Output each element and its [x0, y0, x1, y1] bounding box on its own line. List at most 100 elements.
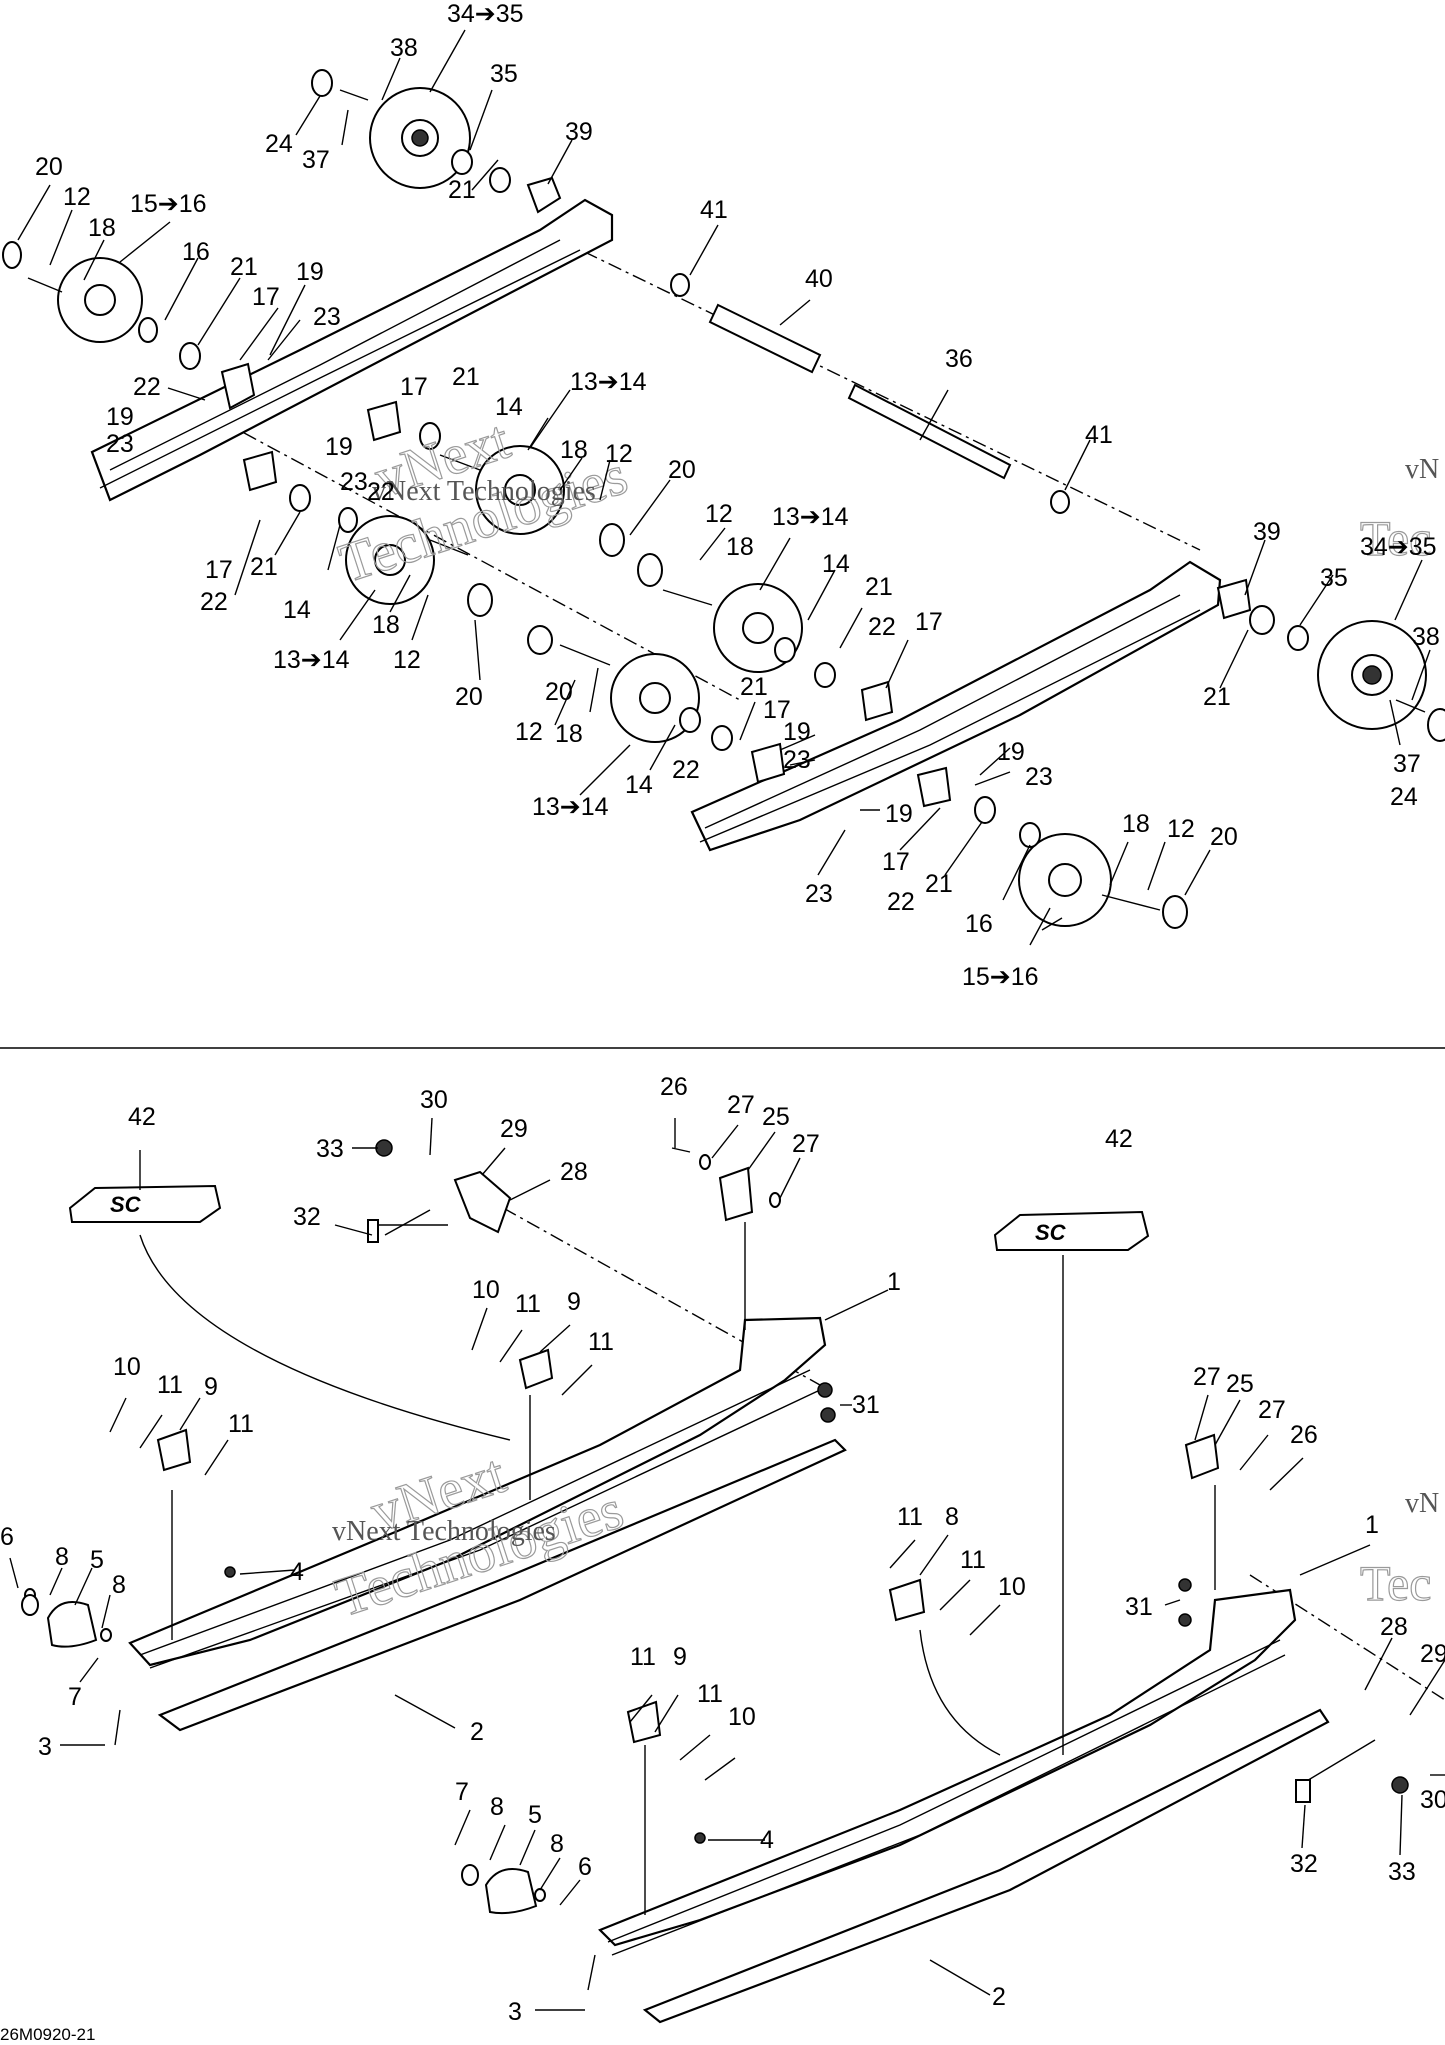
callout-39-right: 39	[1253, 518, 1281, 546]
callout-21-e: 21	[925, 870, 953, 898]
callout-29-left: 29	[500, 1115, 528, 1143]
guide-arrows	[139, 1222, 1216, 1915]
callout-21-d: 21	[740, 673, 768, 701]
callout-35-right: 35	[1320, 564, 1348, 592]
callout-28-left: 28	[560, 1158, 588, 1186]
callout-17-a: 17	[252, 283, 280, 311]
callout-8-right-c: 8	[550, 1830, 564, 1858]
callout-42-right: 42	[1105, 1125, 1133, 1153]
slider-blocks	[46, 1166, 1220, 1915]
callout-19-a: 19	[296, 258, 324, 286]
callout-9-a: 9	[567, 1288, 581, 1316]
callout-5-left: 5	[90, 1546, 104, 1574]
callout-33-left: 33	[316, 1135, 344, 1163]
callout-11-g: 11	[630, 1643, 656, 1671]
callout-3-left: 3	[38, 1733, 52, 1761]
callout-24-right: 24	[1390, 783, 1418, 811]
watermark-edge-top-t: Tec	[1360, 510, 1431, 566]
callout-37: 37	[302, 146, 330, 174]
callout-22-e: 22	[887, 888, 915, 916]
wheel-15-right	[1018, 833, 1112, 927]
shaft-36	[847, 383, 1012, 480]
callout-23-a: 23	[313, 303, 341, 331]
callouts-bottom: 42 30 33 29 28 32 26 27 25 27 1 42 10 11…	[0, 1073, 1445, 2026]
callout-40: 40	[805, 265, 833, 293]
callout-17-e: 17	[882, 848, 910, 876]
callout-30-right: 30	[1420, 1786, 1445, 1814]
callout-38-right: 38	[1412, 623, 1440, 651]
callout-9-b: 9	[204, 1373, 218, 1401]
bottom-assembly: SC SC	[21, 1139, 1445, 2024]
callouts-top: 34➔35 38 35 24 37 39 20 12 15➔16 18 16 2…	[35, 0, 1440, 991]
callout-34-35: 34➔35	[447, 0, 524, 28]
callout-8-left-a: 8	[55, 1543, 69, 1571]
slide-rail-right	[598, 1588, 1330, 2024]
callout-21-b: 21	[452, 363, 480, 391]
slide-rail-left	[128, 1316, 847, 1732]
callout-27-left-a: 27	[727, 1091, 755, 1119]
watermark-inline-top: vNext Technologies	[372, 476, 596, 507]
callout-24: 24	[265, 130, 293, 158]
callout-18-left: 18	[88, 214, 116, 242]
callout-21-top: 21	[448, 176, 476, 204]
callout-31-left: 31	[852, 1391, 880, 1419]
callout-16-right: 16	[965, 910, 993, 938]
callout-21-c: 21	[865, 573, 893, 601]
callout-27-right-b: 27	[1258, 1396, 1286, 1424]
callout-38: 38	[390, 34, 418, 62]
callout-27-left-b: 27	[792, 1130, 820, 1158]
callout-19-d: 19	[783, 718, 811, 746]
callout-18-d: 18	[555, 720, 583, 748]
callout-11-d: 11	[228, 1410, 254, 1438]
callout-18-b: 18	[726, 533, 754, 561]
callout-20-right: 20	[1210, 823, 1238, 851]
callout-33-right: 33	[1388, 1858, 1416, 1886]
callout-15-16-left: 15➔16	[130, 190, 207, 218]
callout-19-b: 19	[106, 403, 134, 431]
wheel-13-lower-left	[345, 515, 435, 605]
callout-14-d: 14	[625, 771, 653, 799]
callout-12-a: 12	[605, 440, 633, 468]
callout-26-left: 26	[660, 1073, 688, 1101]
callout-3-right: 3	[508, 1998, 522, 2026]
callout-10-b: 10	[113, 1353, 141, 1381]
callout-23-f: 23	[805, 880, 833, 908]
wheel-13-lower	[610, 653, 700, 743]
callout-22-f: 22	[200, 588, 228, 616]
callout-11-b: 11	[588, 1328, 614, 1356]
callout-4-left: 4	[290, 1558, 304, 1586]
callout-20-b: 20	[545, 678, 573, 706]
callout-13-14-c: 13➔14	[273, 646, 350, 674]
callout-2-left: 2	[470, 1718, 484, 1746]
callout-22-c: 22	[868, 613, 896, 641]
callout-41-left: 41	[700, 196, 728, 224]
callout-21-right: 21	[1203, 683, 1231, 711]
callout-26-right: 26	[1290, 1421, 1318, 1449]
callout-11-a: 11	[515, 1290, 541, 1318]
decal-42-right: SC	[993, 1210, 1150, 1251]
callout-16-left: 16	[182, 238, 210, 266]
callout-27-right-a: 27	[1193, 1363, 1221, 1391]
callout-7-left: 7	[68, 1683, 82, 1711]
callout-12-right: 12	[1167, 815, 1195, 843]
callout-28-right: 28	[1380, 1613, 1408, 1641]
bolts-hardware	[21, 1139, 1409, 1991]
callout-25-right: 25	[1226, 1370, 1254, 1398]
callout-20-c: 20	[455, 683, 483, 711]
callout-18-right: 18	[1122, 810, 1150, 838]
callout-8-right-b: 8	[490, 1793, 504, 1821]
leader-lines-top	[17, 29, 1431, 946]
callout-22-d: 22	[672, 756, 700, 784]
top-assembly	[2, 69, 1445, 929]
callout-1-left: 1	[887, 1268, 901, 1296]
callout-12-c: 12	[393, 646, 421, 674]
callout-8-right-a: 8	[945, 1503, 959, 1531]
callout-23-c: 23	[340, 468, 368, 496]
axis-line-upper	[559, 239, 1201, 551]
callout-2-right: 2	[992, 1983, 1006, 2011]
callout-10-d: 10	[728, 1703, 756, 1731]
callout-31-right: 31	[1125, 1593, 1153, 1621]
callout-21-left: 21	[230, 253, 258, 281]
callout-13-14-d: 13➔14	[532, 793, 609, 821]
callout-42-left: 42	[128, 1103, 156, 1131]
